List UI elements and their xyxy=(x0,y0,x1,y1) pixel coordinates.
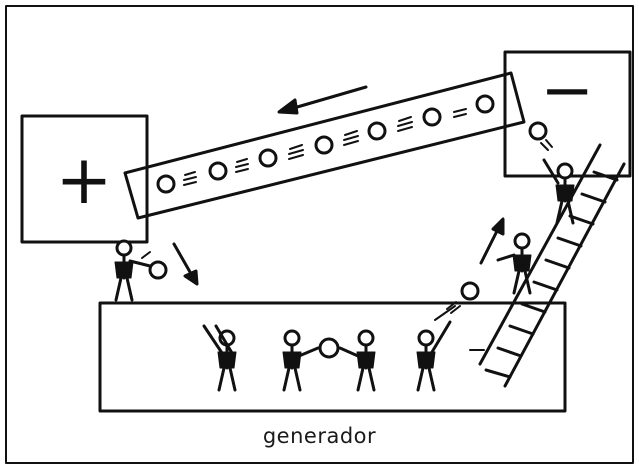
worker-2 xyxy=(281,329,320,392)
generator-caption: generador xyxy=(262,424,377,448)
motion-marks xyxy=(183,108,467,186)
worker-1 xyxy=(202,324,238,392)
generator-box xyxy=(98,301,567,413)
thrown-charge xyxy=(446,281,480,314)
negative-symbol: − xyxy=(540,54,594,128)
electron-row xyxy=(156,94,495,194)
ladder-climber-lower xyxy=(496,232,533,295)
arrow-right-up xyxy=(479,217,505,265)
shared-charge xyxy=(318,337,340,359)
arrow-top xyxy=(277,85,368,115)
arrow-left-down xyxy=(172,242,199,286)
outer-frame xyxy=(5,5,634,464)
left-carrier xyxy=(113,239,168,302)
worker-4 xyxy=(415,320,452,392)
positive-terminal-box xyxy=(20,114,149,244)
ladder xyxy=(478,143,626,388)
conductor-tube xyxy=(123,71,526,220)
positive-symbol: + xyxy=(56,141,113,220)
worker-3 xyxy=(338,329,377,392)
ladder-climber-upper xyxy=(528,121,576,225)
generator-workers xyxy=(202,305,456,392)
